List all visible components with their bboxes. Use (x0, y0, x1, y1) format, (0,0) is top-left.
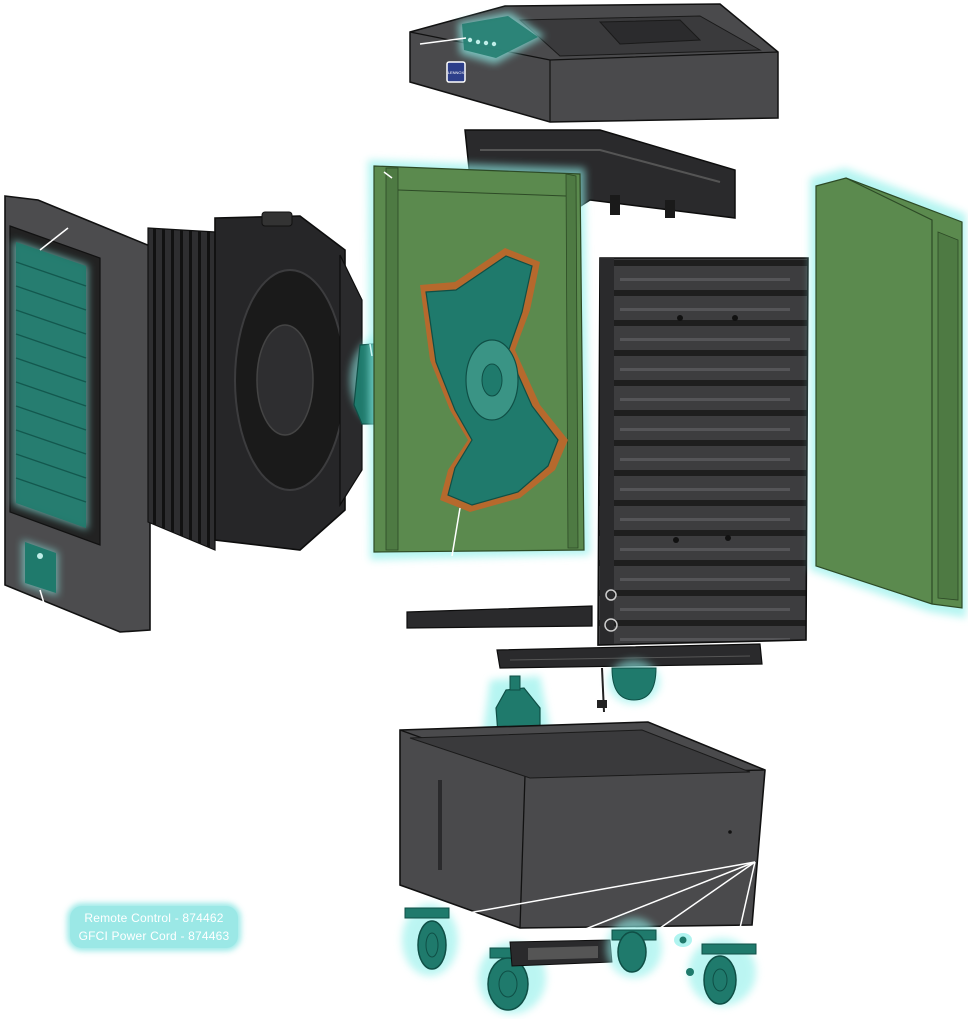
power-cord-part-label: GFCI Power Cord - 874463 (78, 929, 230, 943)
rear-louver-panel (597, 257, 809, 646)
caster-mount-plate (509, 939, 613, 967)
sensor-icon (37, 553, 43, 559)
leader-line (39, 227, 69, 251)
fan-shroud (214, 211, 363, 551)
caster-leader-lines (439, 861, 756, 956)
fan-blade (420, 248, 568, 557)
parts-callout-label: Remote Control - 874462 GFCI Power Cord … (70, 906, 238, 948)
leader-line (451, 507, 461, 557)
caster-wheel-rear-right (686, 938, 757, 1006)
cooling-media-side (810, 168, 966, 618)
cooling-fins (147, 227, 216, 551)
control-panel-highlight (419, 12, 545, 64)
float-valve (597, 660, 660, 713)
leader-line (383, 171, 393, 179)
leader-line (39, 589, 47, 611)
caster-wheel-front-left (402, 904, 458, 976)
leader-line (419, 37, 467, 45)
front-grille-panel (4, 195, 151, 633)
caster-wheel-rear-center (606, 918, 662, 978)
remote-control-part-label: Remote Control - 874462 (84, 911, 224, 925)
lower-support-bar (406, 605, 593, 629)
water-distribution-tray (496, 643, 763, 669)
caster-brake-clip (674, 933, 692, 947)
water-tank (399, 721, 766, 929)
brand-badge-text: LENNOX (448, 70, 465, 75)
brand-badge-icon (446, 61, 466, 83)
